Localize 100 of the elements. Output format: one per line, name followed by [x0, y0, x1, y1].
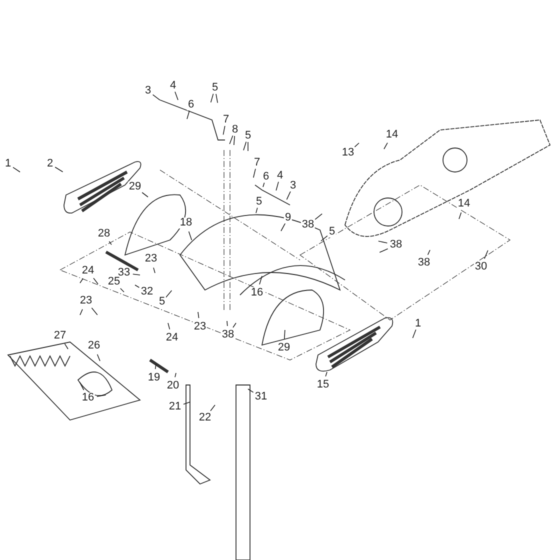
leader-line	[152, 94, 160, 100]
leader-line	[286, 191, 291, 200]
leader-line	[96, 394, 106, 397]
leader-line	[256, 207, 258, 214]
callout-number: 8	[230, 124, 240, 136]
callout-number: 22	[198, 412, 212, 424]
callout-number: 4	[276, 170, 284, 182]
callout-number: 32	[140, 286, 154, 298]
callout-number: 9	[284, 212, 292, 224]
leader-line	[234, 136, 235, 146]
callout-number: 5	[254, 196, 264, 208]
leader-line	[154, 364, 156, 370]
leader-line	[379, 248, 388, 253]
leader-line	[325, 372, 328, 377]
callout-number: 38	[220, 330, 236, 340]
leader-line	[248, 388, 254, 393]
callout-number: 18	[178, 218, 194, 228]
callout-number: 24	[164, 332, 180, 344]
callout-number: 38	[388, 240, 404, 250]
callout-number: 20	[166, 380, 180, 392]
leader-line	[168, 322, 170, 330]
callout-number: 5	[158, 296, 166, 308]
leader-line	[232, 322, 236, 328]
leader-line	[253, 168, 256, 178]
callout-number: 23	[78, 296, 94, 306]
leader-line	[412, 329, 416, 338]
leader-line	[284, 330, 286, 340]
callout-number: 1	[4, 158, 12, 170]
leader-line	[320, 235, 328, 242]
callout-number: 23	[144, 254, 158, 264]
callout-number: 5	[210, 82, 220, 94]
callout-number: 21	[168, 402, 182, 412]
callout-number: 7	[222, 114, 230, 126]
callout-number: 6	[186, 100, 196, 110]
leader-line	[174, 372, 176, 378]
callout-number: 14	[456, 198, 472, 210]
leader-line	[378, 240, 388, 244]
leader-line	[198, 312, 200, 318]
leader-line	[262, 182, 265, 188]
callout-number: 5	[328, 226, 336, 238]
callout-number: 29	[128, 182, 142, 192]
leader-line	[226, 320, 228, 326]
leader-line	[210, 404, 216, 412]
leader-line	[229, 135, 234, 144]
leader-line	[54, 166, 64, 172]
leader-line	[79, 382, 84, 390]
leader-line	[166, 290, 172, 298]
callout-number: 24	[80, 266, 96, 276]
leader-line	[132, 274, 140, 276]
callout-number: 1	[414, 318, 422, 330]
leader-line	[153, 267, 156, 274]
callout-number: 2	[46, 158, 54, 170]
leader-line	[484, 250, 488, 260]
callout-number: 15	[316, 380, 330, 390]
leader-line	[210, 93, 214, 103]
callout-number: 13	[340, 148, 356, 158]
leader-line	[134, 284, 140, 288]
callout-number: 4	[168, 80, 178, 92]
leader-line	[174, 91, 178, 100]
callout-number: 29	[276, 342, 292, 354]
callout-number: 3	[144, 86, 152, 96]
leader-line	[108, 241, 112, 246]
leader-line	[458, 212, 462, 220]
callout-number: 3	[288, 180, 298, 192]
callout-number: 19	[146, 372, 162, 384]
leader-line	[243, 141, 247, 151]
leader-line	[80, 278, 84, 284]
leader-line	[186, 110, 190, 120]
leader-line	[183, 402, 190, 405]
leader-line	[188, 231, 192, 240]
leader-line	[91, 308, 98, 316]
callout-number: 38	[416, 258, 432, 268]
callout-number: 38	[300, 220, 316, 230]
callout-number: 28	[96, 228, 112, 240]
callout-number: 25	[106, 276, 122, 288]
callout-number: 26	[86, 340, 102, 352]
callout-number: 16	[250, 288, 264, 298]
leader-line	[93, 278, 98, 284]
leader-line	[280, 222, 286, 232]
callout-number: 16	[80, 392, 96, 404]
callout-number: 6	[262, 172, 270, 182]
callout-number: 27	[52, 330, 68, 342]
leader-line	[276, 181, 279, 191]
leader-line	[427, 250, 430, 256]
leader-line	[80, 308, 83, 316]
callout-number: 23	[192, 322, 208, 332]
callout-number: 7	[252, 158, 262, 168]
leader-line	[354, 142, 360, 148]
leader-line	[384, 142, 388, 150]
callout-number: 14	[384, 130, 400, 140]
leader-line	[120, 288, 124, 292]
callout-number: 31	[254, 392, 268, 402]
leader-line	[216, 94, 218, 104]
callout-number: 33	[116, 268, 132, 278]
leader-line	[12, 166, 20, 172]
callout-number: 30	[474, 262, 488, 272]
leader-line	[96, 354, 100, 362]
leader-line	[259, 276, 262, 285]
leader-line	[64, 343, 68, 350]
leader-line	[222, 126, 226, 136]
